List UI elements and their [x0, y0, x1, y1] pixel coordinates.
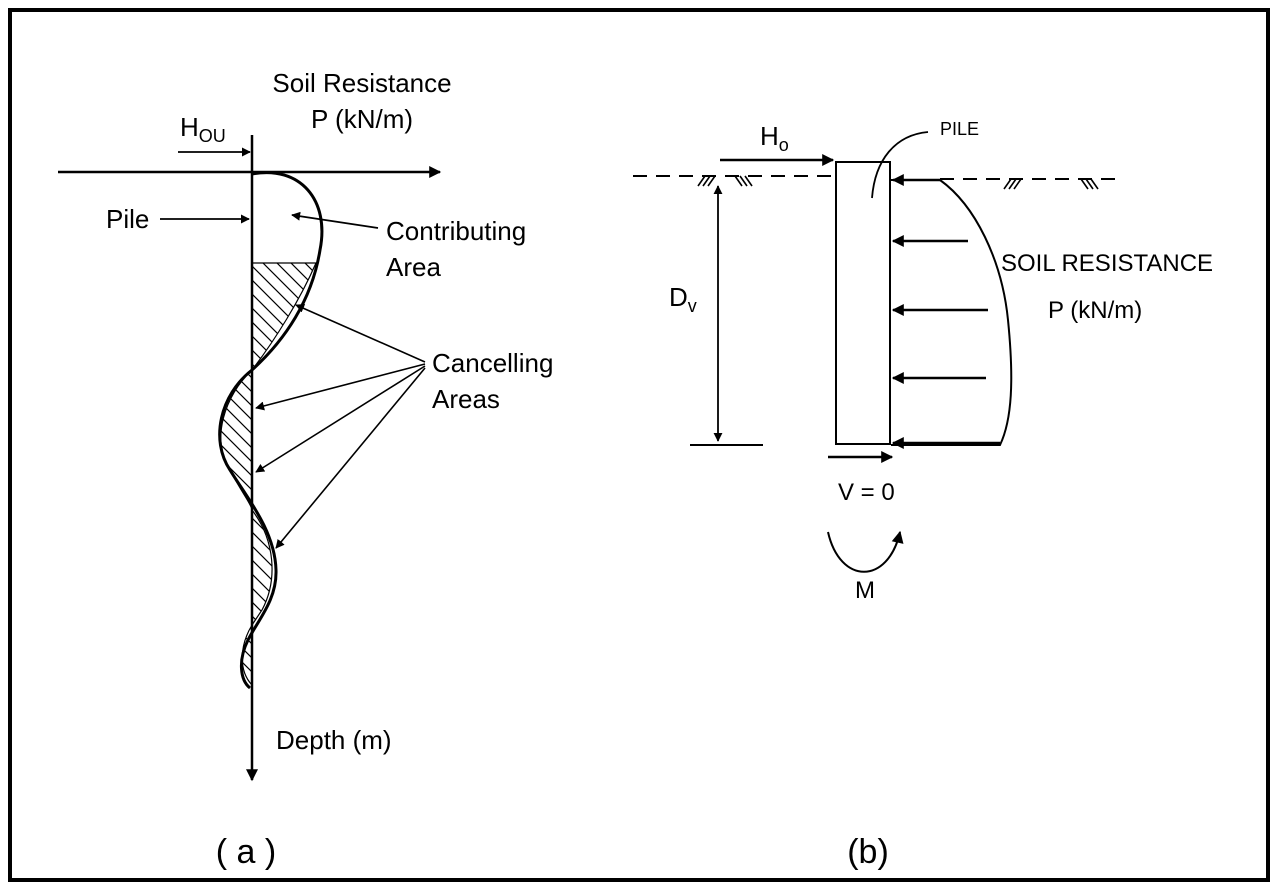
soil-resistance-title: Soil Resistance — [272, 68, 451, 98]
pile-label-a: Pile — [106, 204, 149, 234]
cancelling-label-2: Areas — [432, 384, 500, 414]
panel-b: Ho PILE Dv SOIL RESISTANCE P (kN/m) V = … — [633, 119, 1213, 871]
pile-body — [835, 161, 891, 445]
figure-frame — [8, 8, 1270, 882]
ho-label: Ho — [760, 121, 789, 155]
hou-label: HOU — [180, 112, 226, 146]
dv-main: D — [669, 282, 688, 312]
cancelling-pointer-1 — [295, 304, 426, 363]
panel-a: Soil Resistance P (kN/m) HOU Pile Contri… — [58, 68, 553, 871]
cancelling-label-1: Cancelling — [432, 348, 553, 378]
hou-sub: OU — [199, 126, 226, 146]
contributing-pointer — [291, 211, 379, 229]
dv-label: Dv — [669, 282, 697, 316]
cancelling-area-1 — [251, 262, 317, 372]
soil-resistance-curve — [218, 171, 324, 690]
contributing-label-2: Area — [386, 252, 441, 282]
ho-sub: o — [779, 135, 789, 155]
depth-label: Depth (m) — [276, 725, 392, 755]
pile-pointer-curve — [871, 131, 929, 199]
moment-label: M — [855, 577, 875, 604]
hou-main: H — [180, 112, 199, 142]
moment-arc — [827, 530, 904, 573]
ground-hatch-marks — [697, 175, 1099, 190]
caption-a: ( a ) — [216, 833, 276, 871]
caption-b: (b) — [847, 833, 889, 871]
soil-units-label-b: P (kN/m) — [1048, 297, 1142, 324]
dv-sub: v — [688, 296, 697, 316]
soil-resistance-units: P (kN/m) — [311, 104, 413, 134]
cancelling-area-2 — [220, 368, 253, 511]
cancelling-pointer-3 — [255, 365, 426, 473]
shear-label: V = 0 — [838, 479, 895, 506]
soil-resistance-envelope — [891, 179, 1013, 446]
cancelling-area-3 — [251, 508, 273, 627]
contributing-label-1: Contributing — [386, 216, 526, 246]
cancelling-pointer-2 — [255, 363, 426, 411]
pile-label-b: PILE — [940, 119, 979, 139]
cancelling-pointer-4 — [275, 367, 426, 549]
soil-resistance-label-b: SOIL RESISTANCE — [1001, 250, 1213, 277]
ho-main: H — [760, 121, 779, 151]
